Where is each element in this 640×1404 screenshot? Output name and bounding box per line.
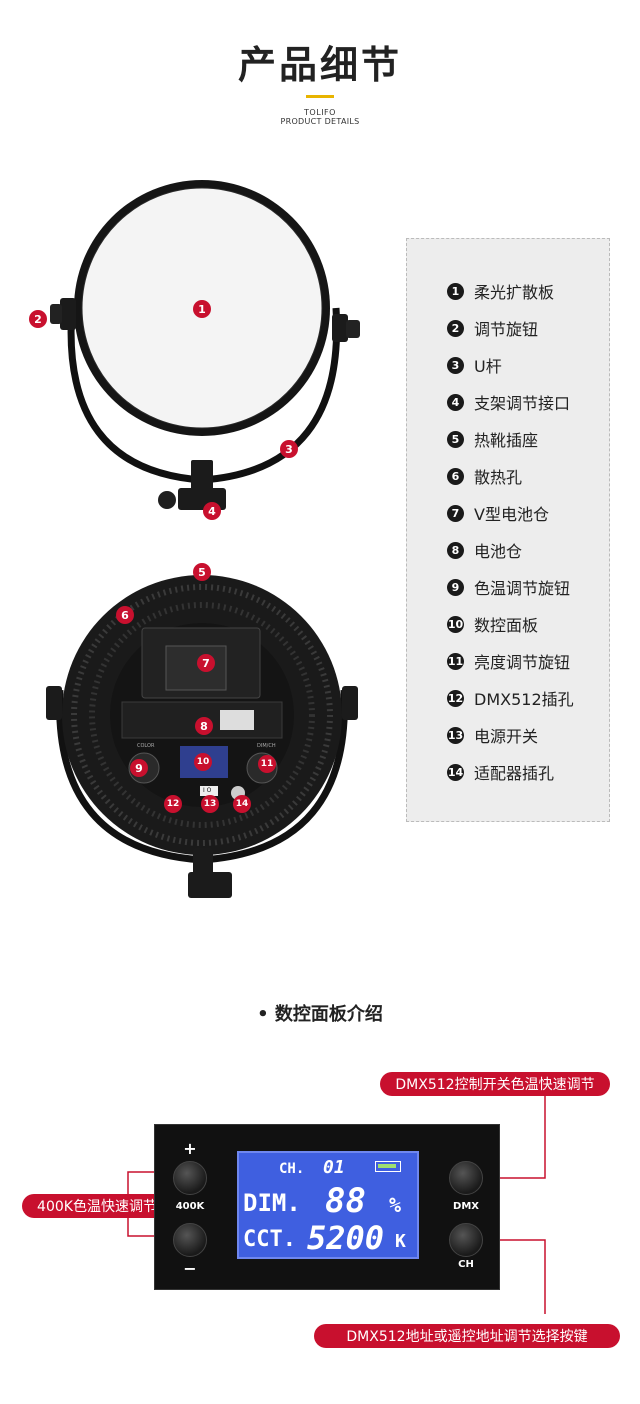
dmx-label: DMX	[453, 1201, 479, 1212]
callout-dmx-address: DMX512地址或遥控地址调节选择按键	[314, 1324, 620, 1348]
back-badge-12: 12	[164, 795, 182, 813]
callout-400k: 400K色温快速调节	[22, 1194, 172, 1218]
color-knob-label: COLOR	[137, 743, 155, 749]
lcd-ch-value: 01	[323, 1157, 345, 1178]
back-badge-8: 8	[195, 717, 213, 735]
back-badge-9: 9	[130, 759, 148, 777]
front-view-image	[50, 180, 360, 510]
control-panel: + 400K − CH. 01 DIM. 88 % CCT. 5200 K DM…	[154, 1124, 500, 1290]
brand-name: TOLIFO	[304, 108, 336, 117]
k400-label: 400K	[175, 1201, 205, 1212]
back-badge-7: 7	[197, 654, 215, 672]
lcd-cct-unit: K	[395, 1231, 406, 1252]
title-underline	[306, 95, 334, 98]
back-badge-13: 13	[201, 795, 219, 813]
back-view-image	[46, 575, 358, 898]
page-title: 产品细节	[237, 43, 402, 87]
back-badge-6: 6	[116, 606, 134, 624]
battery-icon	[375, 1161, 401, 1172]
front-badge-3: 3	[280, 440, 298, 458]
back-badge-10: 10	[194, 753, 212, 771]
plus-button[interactable]	[173, 1161, 207, 1195]
switch-label: I O	[203, 787, 212, 794]
dmx-button[interactable]	[449, 1161, 483, 1195]
ch-label: CH	[458, 1259, 474, 1270]
dim-knob-label: DIM/CH	[257, 743, 276, 749]
front-badge-2: 2	[29, 310, 47, 328]
lcd-cct-value: 5200	[307, 1219, 385, 1257]
lcd-display: CH. 01 DIM. 88 % CCT. 5200 K	[237, 1151, 419, 1259]
lcd-dim-value: 88	[325, 1181, 366, 1221]
back-badge-5: 5	[193, 563, 211, 581]
lcd-ch-label: CH.	[279, 1161, 305, 1177]
lcd-dim-label: DIM.	[243, 1189, 301, 1217]
front-badge-1: 1	[193, 300, 211, 318]
ch-button[interactable]	[449, 1223, 483, 1257]
lcd-cct-label: CCT.	[243, 1227, 296, 1252]
minus-button[interactable]	[173, 1223, 207, 1257]
panel-section-title: • 数控面板介绍	[257, 1004, 383, 1025]
back-badge-14: 14	[233, 795, 251, 813]
callout-dmx-switch: DMX512控制开关色温快速调节	[380, 1072, 610, 1096]
minus-label: −	[183, 1259, 197, 1278]
plus-label: +	[183, 1139, 197, 1158]
lcd-dim-unit: %	[389, 1193, 402, 1217]
back-badge-11: 11	[258, 755, 276, 773]
page-subtitle: PRODUCT DETAILS	[280, 117, 360, 126]
front-badge-4: 4	[203, 502, 221, 520]
